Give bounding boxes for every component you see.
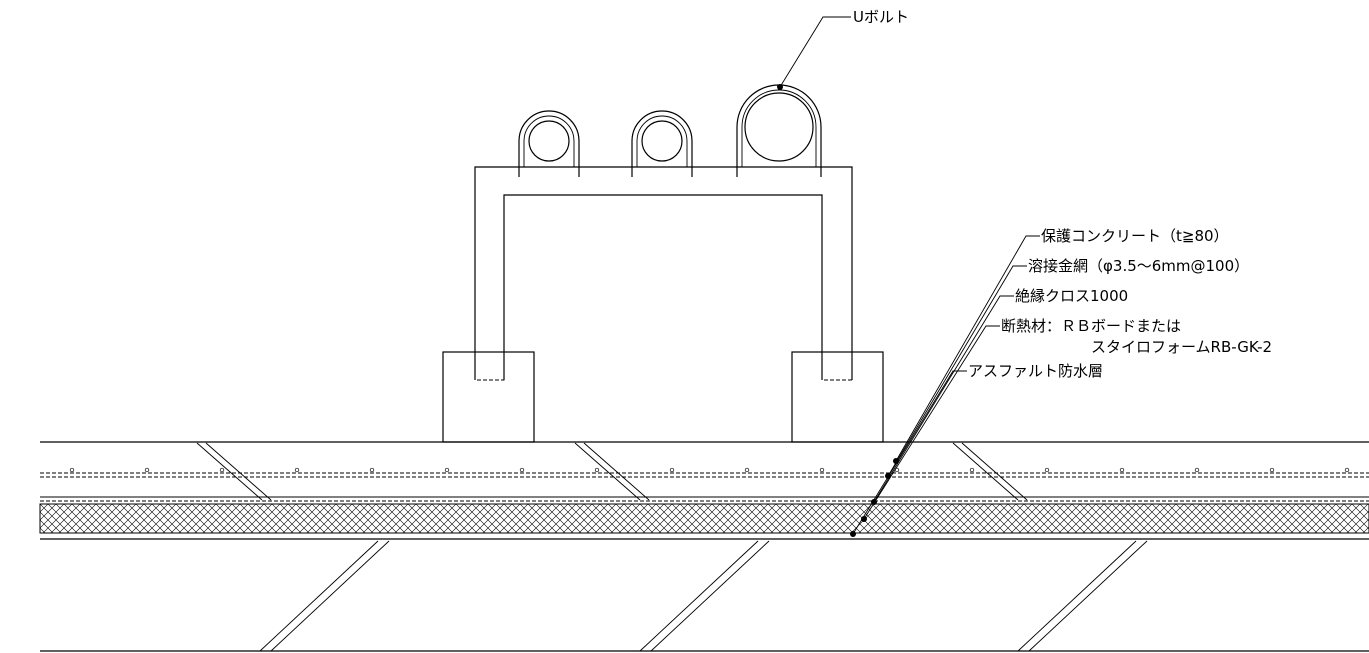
pipe-large <box>744 92 814 162</box>
embed-socket-left <box>474 352 505 381</box>
insulation-material-label: 断熱材：ＲＢボードまたは <box>1001 317 1181 335</box>
asphalt-waterproofing-leader <box>852 370 967 535</box>
mesh-marker <box>1044 467 1050 473</box>
u-bolt-small-2-inner <box>636 115 688 167</box>
welded-wire-mesh-leader <box>887 265 1027 477</box>
pipe-small-2 <box>641 120 683 162</box>
u-bolt-small-1-outer <box>518 110 580 177</box>
mesh-marker <box>744 467 750 473</box>
mesh-marker <box>369 467 375 473</box>
concrete-bases <box>442 351 884 443</box>
break-symbol-line <box>259 540 379 652</box>
insulation-material-leader-dot <box>861 516 867 522</box>
u-bolt-small-2-outer <box>631 110 693 177</box>
mesh-marker <box>594 467 600 473</box>
insulation-layer-hatch <box>39 503 1369 534</box>
mesh-marker <box>144 467 150 473</box>
mesh-marker <box>444 467 450 473</box>
break-symbol-line <box>583 442 650 501</box>
break-symbol-line <box>961 442 1028 501</box>
pipe-small-1 <box>528 120 570 162</box>
mesh-marker <box>1269 467 1275 473</box>
mesh-marker <box>1344 467 1350 473</box>
mesh-marker <box>519 467 525 473</box>
protective-concrete-leader <box>895 235 1040 462</box>
support-frame <box>474 166 853 380</box>
u-bolt-label: Uボルト <box>853 8 909 26</box>
u-bolt-large-inner <box>741 89 817 167</box>
mesh-markers <box>69 467 1350 473</box>
frame-outer <box>474 166 853 380</box>
break-symbol-line <box>574 442 641 501</box>
insulation-material-leader <box>863 325 1000 520</box>
u-bolt-leader <box>779 16 851 88</box>
u-bolt-small-1-inner <box>523 115 575 167</box>
insulation-material-label-line2: スタイロフォームRB-GK-2 <box>1091 338 1272 356</box>
insulation-cloth-label: 絶縁クロス1000 <box>1015 287 1128 305</box>
frame-inner <box>503 194 823 380</box>
mesh-marker <box>219 467 225 473</box>
labels: Uボルト 保護コンクリート（t≧80） 溶接金網（φ3.5～6mm@100） 絶… <box>853 8 1272 380</box>
mesh-marker <box>969 467 975 473</box>
u-bolt-large-outer <box>736 84 822 177</box>
break-symbol-line <box>1028 540 1148 652</box>
leaders <box>777 16 1040 537</box>
mesh-marker <box>69 467 75 473</box>
concrete-base-right <box>791 351 884 443</box>
asphalt-waterproofing-label: アスファルト防水層 <box>968 362 1103 380</box>
asphalt-waterproofing-leader-dot <box>850 531 856 537</box>
break-symbol-line <box>196 442 263 501</box>
mesh-marker <box>1194 467 1200 473</box>
break-symbol-line <box>952 442 1019 501</box>
embed-socket-right <box>821 352 853 381</box>
mesh-marker <box>819 467 825 473</box>
welded-wire-mesh-label: 溶接金網（φ3.5～6mm@100） <box>1028 257 1249 275</box>
break-symbol-line <box>270 540 390 652</box>
mesh-marker <box>1119 467 1125 473</box>
concrete-base-left <box>442 351 535 443</box>
concrete-break-symbols <box>196 442 1148 652</box>
pipes <box>518 84 822 177</box>
insulation-cloth-leader <box>873 295 1014 503</box>
protective-concrete-label: 保護コンクリート（t≧80） <box>1041 227 1229 245</box>
mesh-marker <box>294 467 300 473</box>
mesh-marker <box>669 467 675 473</box>
break-symbol-line <box>650 540 770 652</box>
break-symbol-line <box>205 442 272 501</box>
break-symbol-line <box>639 540 759 652</box>
u-bolt-leader-dot <box>777 84 783 90</box>
break-symbol-line <box>1017 540 1137 652</box>
slab-layers <box>39 441 1369 652</box>
